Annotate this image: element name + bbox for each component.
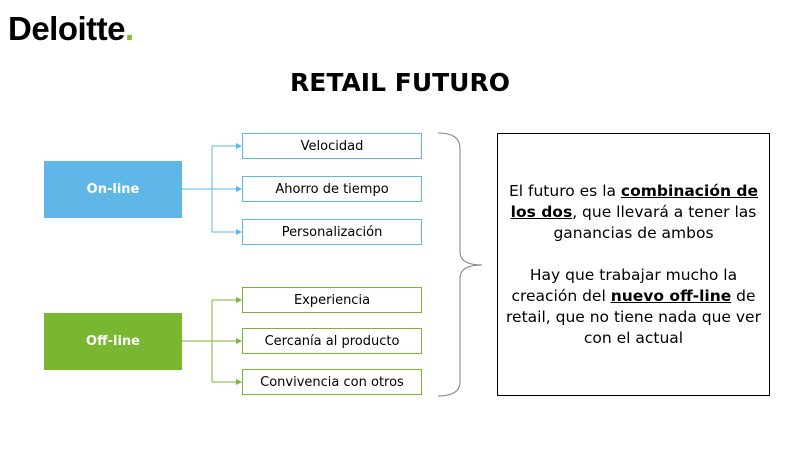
p2-text-pre: Hay que trabajar mucho la creación del (511, 265, 738, 305)
deloitte-logo: Deloitte. (8, 9, 134, 49)
p2-text-post: de retail, que no tiene nada que ver con… (506, 286, 761, 347)
online-category: On-line (44, 161, 182, 218)
curly-brace (437, 132, 483, 397)
offline-connectors (182, 297, 242, 385)
online-item-ahorro: Ahorro de tiempo (242, 176, 422, 202)
p1-text-post: , que llevará a tener las ganancias de a… (553, 202, 757, 242)
p2-text-bold: nuevo off-line (610, 286, 732, 305)
p1-text-bold: combinación de los dos (510, 181, 758, 221)
online-item-personalizacion: Personalización (242, 219, 422, 245)
offline-item-cercania: Cercanía al producto (242, 328, 422, 354)
logo-dot: . (125, 10, 134, 47)
offline-item-experiencia: Experiencia (242, 287, 422, 313)
slide-title: RETAIL FUTURO (290, 68, 510, 97)
online-connectors (182, 143, 242, 235)
offline-category: Off-line (44, 313, 182, 370)
offline-item-convivencia: Convivencia con otros (242, 369, 422, 395)
conclusion-paragraph-2: Hay que trabajar mucho la creación del n… (506, 265, 761, 349)
p1-text-pre: El futuro es la (509, 181, 621, 200)
online-item-velocidad: Velocidad (242, 133, 422, 159)
conclusion-panel: El futuro es la combinación de los dos, … (497, 133, 770, 396)
logo-text: Deloitte (8, 10, 126, 47)
conclusion-paragraph-1: El futuro es la combinación de los dos, … (506, 181, 761, 244)
